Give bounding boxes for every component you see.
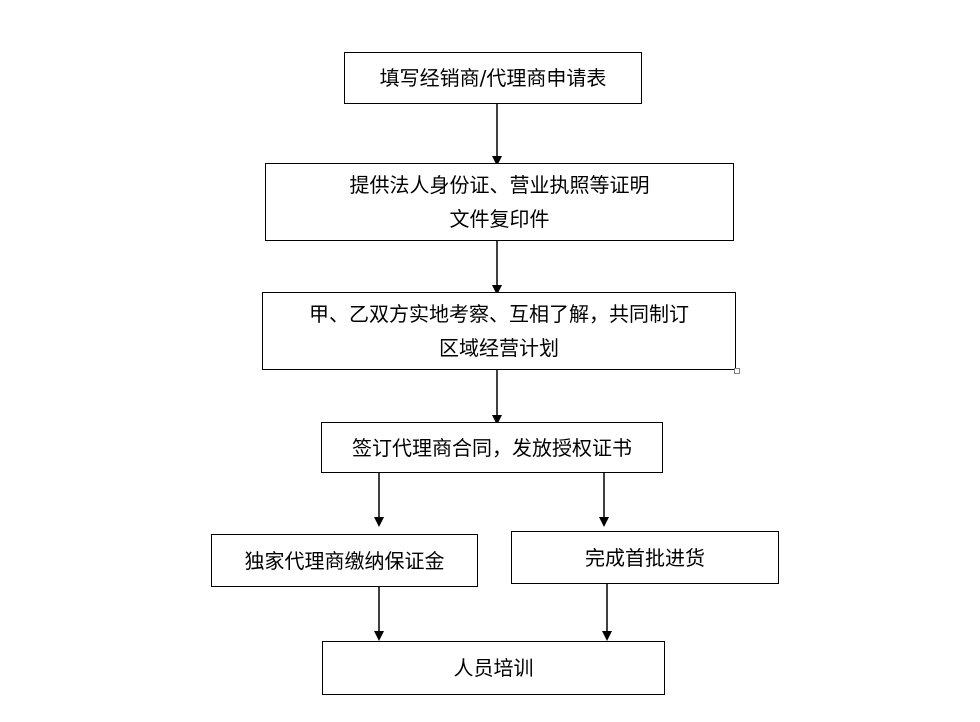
- selection-handle: [734, 368, 740, 374]
- step-text-line-1: 填写经销商/代理商申请表: [379, 66, 607, 90]
- step-text-line-1: 人员培训: [453, 656, 534, 680]
- step-text-line-1: 提供法人身份证、营业执照等证明: [349, 173, 650, 197]
- step-provide-documents: 提供法人身份证、营业执照等证明 文件复印件: [265, 163, 734, 241]
- step-fill-application-form: 填写经销商/代理商申请表: [344, 52, 642, 104]
- step-text-line-1: 甲、乙双方实地考察、互相了解，共同制订: [309, 302, 689, 326]
- step-text-line-1: 签订代理商合同，发放授权证书: [352, 435, 632, 460]
- step-pay-deposit: 独家代理商缴纳保证金: [211, 534, 478, 587]
- step-first-purchase: 完成首批进货: [511, 531, 779, 584]
- step-sign-contract: 签订代理商合同，发放授权证书: [321, 422, 663, 473]
- step-site-inspection: 甲、乙双方实地考察、互相了解，共同制订 区域经营计划: [262, 292, 736, 370]
- step-text-line-2: 区域经营计划: [439, 336, 559, 360]
- step-text-line-2: 文件复印件: [449, 207, 550, 231]
- step-text-line-1: 独家代理商缴纳保证金: [244, 548, 445, 573]
- step-text-line-1: 完成首批进货: [585, 545, 705, 570]
- step-staff-training: 人员培训: [322, 641, 665, 695]
